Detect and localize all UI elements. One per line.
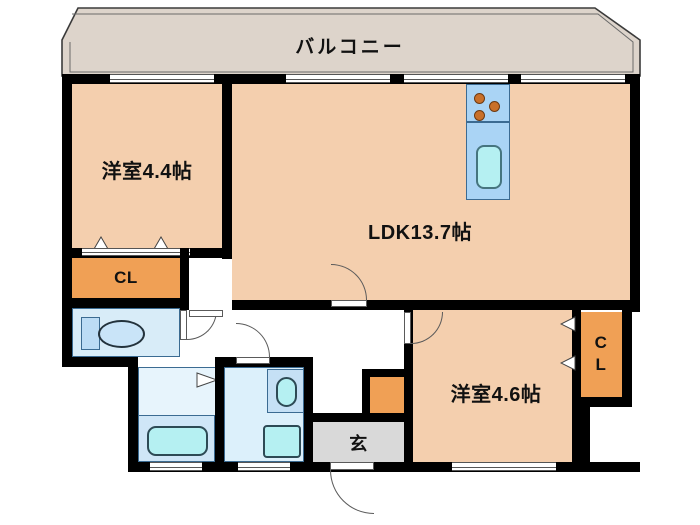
wall-ldk-bottom xyxy=(232,300,630,310)
washroom-door-swing xyxy=(236,323,270,357)
burner-icon xyxy=(474,110,485,121)
washroom-door-leaf[interactable] xyxy=(236,357,270,364)
exterior-wall-right-upper xyxy=(630,74,640,310)
washing-machine-space xyxy=(263,425,301,458)
closet-right-upper xyxy=(580,312,622,358)
exterior-wall-left-upper xyxy=(62,74,72,309)
wall-shoe-cabinet-top xyxy=(362,369,412,377)
toilet-bowl xyxy=(98,320,145,348)
room-genkan xyxy=(313,421,404,462)
kitchen-counter xyxy=(466,122,510,200)
balcony-label: バルコニー xyxy=(295,37,405,58)
toilet-door-leaf[interactable] xyxy=(180,310,187,340)
kitchen-stove xyxy=(466,84,510,122)
wall-washroom-left xyxy=(215,357,224,472)
room-bedroom-left xyxy=(72,84,222,248)
window-ldk-left[interactable] xyxy=(286,74,390,83)
exterior-wall-left-toilet xyxy=(62,305,72,365)
exterior-wall-left-bath xyxy=(128,357,138,472)
room-washroom xyxy=(224,367,304,462)
burner-icon xyxy=(489,101,500,112)
washbasin xyxy=(276,377,297,407)
window-ldk-right[interactable] xyxy=(404,74,508,83)
room-bedroom-right xyxy=(412,310,580,462)
ldk-door-leaf[interactable] xyxy=(331,300,367,307)
kitchen-sink xyxy=(476,145,502,189)
wall-bedroom-right-closet xyxy=(572,310,581,462)
burner-icon xyxy=(474,93,485,104)
wall-washroom-right xyxy=(304,357,313,462)
exterior-wall-bottom xyxy=(128,462,640,472)
window-bedroom-left[interactable] xyxy=(110,74,214,83)
wall-closet-right-step xyxy=(580,397,632,407)
closet-right-label-c: C xyxy=(594,333,608,352)
window-bedroom-right[interactable] xyxy=(452,462,556,471)
shoe-cabinet xyxy=(369,376,404,413)
genkan-label: 玄 xyxy=(349,434,368,454)
bedroom-right-label: 洋室4.6帖 xyxy=(450,384,542,406)
bedroom-left-label: 洋室4.4帖 xyxy=(101,161,193,183)
room-ldk xyxy=(232,84,630,300)
corridor-door-leaf[interactable] xyxy=(189,310,223,317)
room-toilet xyxy=(72,308,180,357)
closet-left xyxy=(72,258,180,298)
exterior-wall-right-bottom xyxy=(580,397,590,472)
entrance-door-leaf[interactable] xyxy=(330,462,374,470)
wall-closet-left-bottom xyxy=(62,298,189,308)
exterior-wall-right-lower xyxy=(622,302,632,407)
window-bathroom[interactable] xyxy=(150,462,202,471)
bedroom-right-door-leaf[interactable] xyxy=(404,312,411,344)
closet-left-door-band[interactable] xyxy=(82,248,190,256)
window-washroom[interactable] xyxy=(238,462,290,471)
bathroom-door-marks[interactable] xyxy=(196,372,218,388)
wall-toilet-bottom xyxy=(62,357,137,367)
ldk-label: LDK13.7帖 xyxy=(367,222,473,244)
entrance-door-swing xyxy=(330,470,374,514)
wall-bedroom-left-right xyxy=(222,74,232,259)
wall-genkan-top xyxy=(304,413,412,422)
closet-right-label-l: L xyxy=(595,355,607,374)
balcony-outline xyxy=(61,7,641,77)
wall-hall-left xyxy=(180,248,189,310)
washbasin-counter xyxy=(267,369,304,413)
window-ldk-far-right[interactable] xyxy=(521,74,625,83)
wall-bedroom-right-left xyxy=(404,310,413,462)
bathtub xyxy=(147,426,208,456)
closet-left-label: CL xyxy=(114,268,138,287)
closet-right-door-marks xyxy=(560,316,576,371)
wall-shoe-cabinet-left xyxy=(362,369,370,414)
